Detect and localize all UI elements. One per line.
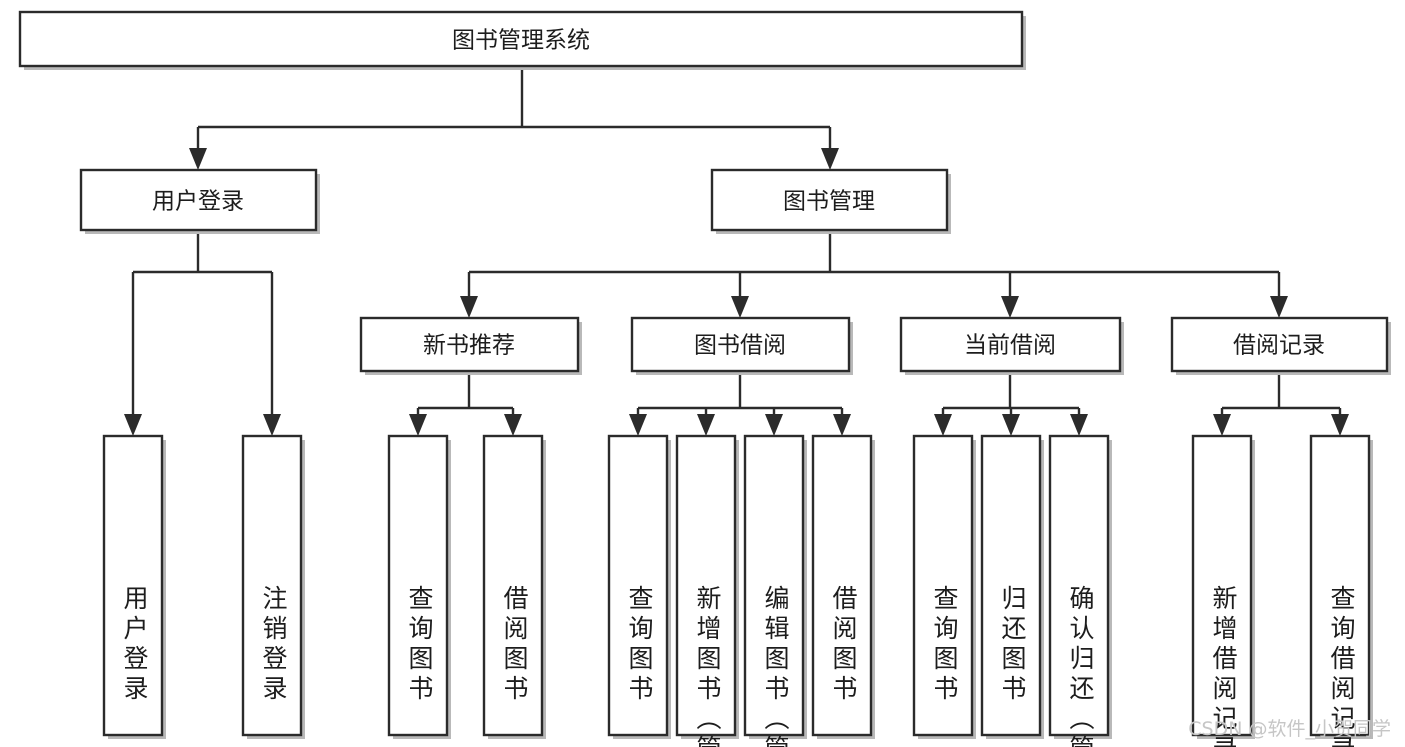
node-book-borrow-label: 图书借阅 (694, 333, 786, 359)
leaf-confirm-return[interactable]: 确认归还（管理员） (1048, 434, 1112, 747)
leaf-query-book-3[interactable]: 查询图书 (912, 434, 976, 739)
leaf-query-book-3-label: 查询图书 (930, 585, 959, 705)
leaf-logout-login-label: 注销登录 (259, 585, 288, 705)
arrowhead-leaf-query-record (1331, 414, 1349, 436)
node-new-book-recommend[interactable]: 新书推荐 (359, 316, 582, 375)
leaf-confirm-return-label: 确认归还（管理员） (1066, 585, 1095, 747)
leaf-edit-book[interactable]: 编辑图书（管理员） (743, 434, 807, 747)
arrowhead-leaf-borrow-book-1 (504, 414, 522, 436)
leaf-borrow-book-2-box (811, 434, 873, 737)
arrowhead-current-borrow (1001, 296, 1019, 318)
leaf-query-record[interactable]: 查询借阅记录 (1309, 434, 1373, 747)
leaf-return-book[interactable]: 归还图书 (980, 434, 1044, 739)
arrowhead-book-borrow (731, 296, 749, 318)
leaf-borrow-book-2-label: 借阅图书 (829, 585, 858, 705)
leaf-query-book-2-box (607, 434, 669, 737)
leaf-query-book-1-box (387, 434, 449, 737)
arrowhead-leaf-return-book (1002, 414, 1020, 436)
node-book-management-label: 图书管理 (783, 189, 875, 215)
leaf-return-book-box (980, 434, 1042, 737)
node-root-label: 图书管理系统 (452, 28, 590, 54)
node-current-borrow[interactable]: 当前借阅 (899, 316, 1124, 375)
arrowhead-book-management (821, 148, 839, 170)
leaf-user-login-label: 用户登录 (120, 585, 149, 705)
leaf-query-book-1[interactable]: 查询图书 (387, 434, 451, 739)
node-new-book-recommend-label: 新书推荐 (423, 333, 515, 359)
arrowhead-leaf-query-book-1 (409, 414, 427, 436)
arrowhead-leaf-logout-login (263, 414, 281, 436)
leaf-borrow-book-1[interactable]: 借阅图书 (482, 434, 546, 739)
leaf-logout-login[interactable]: 注销登录 (241, 434, 305, 739)
node-current-borrow-label: 当前借阅 (964, 333, 1056, 359)
node-root-box (18, 10, 1024, 68)
leaf-add-book[interactable]: 新增图书（管理员） (675, 434, 739, 747)
node-new-book-recommend-box (359, 316, 580, 373)
leaf-query-record-box (1309, 434, 1371, 737)
node-user-login-label: 用户登录 (152, 189, 244, 215)
arrowhead-leaf-add-record (1213, 414, 1231, 436)
node-book-management-box (710, 168, 949, 232)
leaf-query-book-3-box (912, 434, 974, 737)
leaf-add-record-label: 新增借阅记录 (1209, 585, 1238, 747)
leaf-borrow-book-2[interactable]: 借阅图书 (811, 434, 875, 739)
leaf-confirm-return-box (1048, 434, 1110, 737)
arrowhead-borrow-record (1270, 296, 1288, 318)
leaf-return-book-label: 归还图书 (998, 585, 1027, 705)
arrowhead-new-book-recommend (460, 296, 478, 318)
edge-layer (124, 68, 1349, 436)
leaf-query-book-1-label: 查询图书 (405, 585, 434, 705)
arrowhead-leaf-confirm-return (1070, 414, 1088, 436)
leaf-add-record[interactable]: 新增借阅记录 (1191, 434, 1255, 747)
leaf-query-record-label: 查询借阅记录 (1327, 585, 1356, 747)
leaf-borrow-book-1-label: 借阅图书 (500, 585, 529, 705)
node-user-login[interactable]: 用户登录 (79, 168, 320, 234)
arrowhead-leaf-borrow-book-2 (833, 414, 851, 436)
arrowhead-user-login (189, 148, 207, 170)
leaf-borrow-book-1-box (482, 434, 544, 737)
leaf-add-book-label: 新增图书（管理员） (693, 585, 722, 747)
node-user-login-box (79, 168, 318, 232)
leaf-logout-login-box (241, 434, 303, 737)
node-current-borrow-box (899, 316, 1122, 373)
leaf-user-login[interactable]: 用户登录 (102, 434, 166, 739)
node-borrow-record[interactable]: 借阅记录 (1170, 316, 1391, 375)
node-root[interactable]: 图书管理系统 (18, 10, 1026, 70)
arrowhead-leaf-query-book-3 (934, 414, 952, 436)
arrowhead-leaf-query-book-2 (629, 414, 647, 436)
leaf-user-login-box (102, 434, 164, 737)
arrowhead-leaf-add-book (697, 414, 715, 436)
node-book-management[interactable]: 图书管理 (710, 168, 951, 234)
leaf-edit-book-label: 编辑图书（管理员） (761, 585, 790, 747)
node-book-borrow[interactable]: 图书借阅 (630, 316, 853, 375)
node-borrow-record-box (1170, 316, 1389, 373)
leaf-edit-book-box (743, 434, 805, 737)
arrowhead-leaf-user-login (124, 414, 142, 436)
leaf-query-book-2-label: 查询图书 (625, 585, 654, 705)
leaf-add-record-box (1191, 434, 1253, 737)
leaf-add-book-box (675, 434, 737, 737)
node-borrow-record-label: 借阅记录 (1233, 333, 1325, 359)
node-book-borrow-box (630, 316, 851, 373)
leaf-query-book-2[interactable]: 查询图书 (607, 434, 671, 739)
arrowhead-leaf-edit-book (765, 414, 783, 436)
